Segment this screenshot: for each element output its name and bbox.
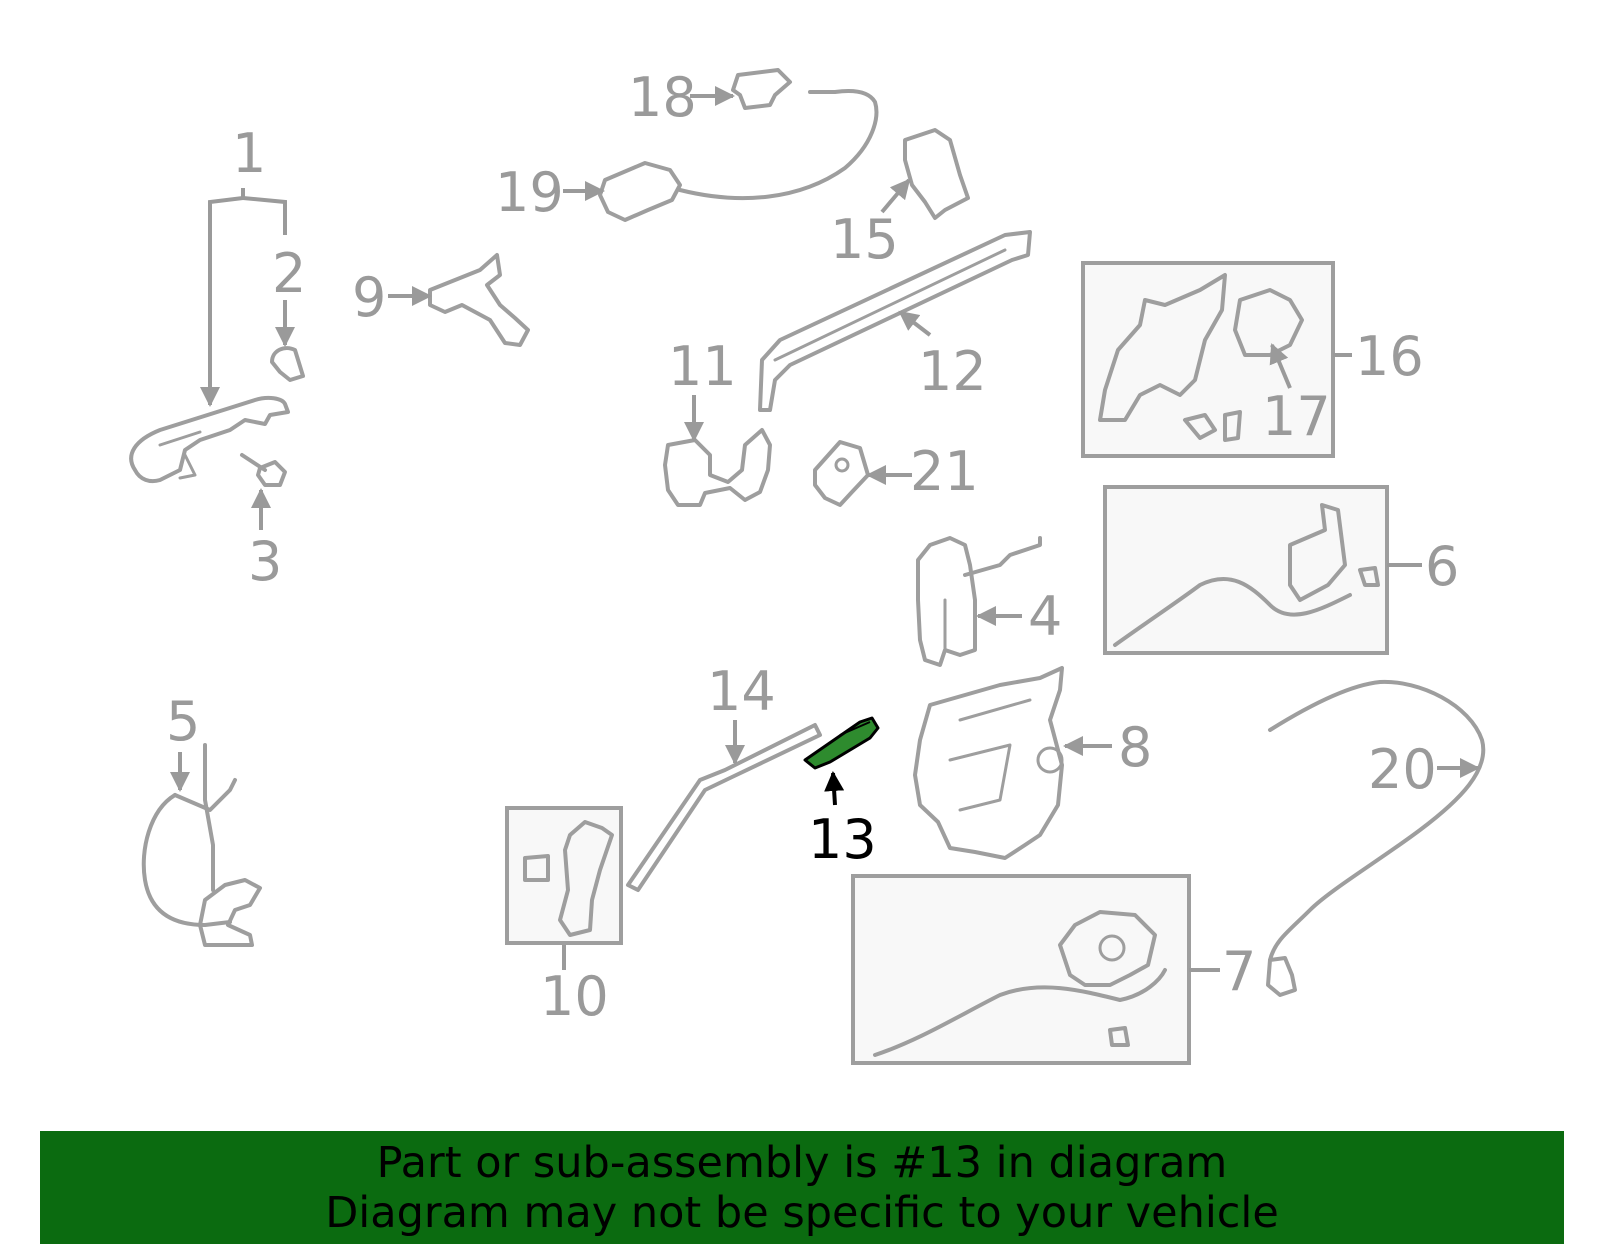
leader-12: [898, 310, 932, 337]
part-8-door-panel[interactable]: [913, 666, 1064, 860]
callout-21: 21: [910, 440, 979, 503]
callout-11: 11: [668, 335, 737, 398]
part-15-actuator[interactable]: [903, 128, 970, 220]
callout-9: 9: [352, 266, 386, 329]
callout-7: 7: [1222, 940, 1256, 1003]
callout-18: 18: [628, 66, 697, 129]
part-13-clip-highlighted[interactable]: [803, 716, 880, 770]
callout-20: 20: [1368, 738, 1437, 801]
part-3-screw[interactable]: [240, 453, 287, 487]
callout-17: 17: [1262, 385, 1331, 448]
callout-16: 16: [1355, 325, 1424, 388]
box-6-cable-assembly[interactable]: [1103, 485, 1389, 655]
callout-13: 13: [808, 808, 877, 871]
banner-line-1: Part or sub-assembly is #13 in diagram: [376, 1137, 1228, 1188]
leader-13: [824, 771, 845, 806]
part-20-cable[interactable]: [1266, 679, 1486, 997]
part-18-bracket[interactable]: [731, 68, 792, 110]
callout-15: 15: [830, 208, 899, 271]
part-9-bracket[interactable]: [428, 253, 530, 347]
callout-8: 8: [1118, 716, 1152, 779]
leader-1: [200, 196, 244, 407]
part-14-rod[interactable]: [626, 723, 822, 892]
callout-5: 5: [166, 690, 200, 753]
part-12-rail[interactable]: [758, 230, 1032, 412]
leader-17: [1269, 343, 1292, 389]
box-7-latch-assembly[interactable]: [851, 874, 1191, 1065]
callout-6: 6: [1425, 535, 1459, 598]
part-11-hinge[interactable]: [663, 428, 772, 507]
callout-4: 4: [1028, 585, 1062, 648]
callout-1: 1: [232, 122, 266, 185]
box-16-lock-assembly[interactable]: [1081, 261, 1335, 458]
part-21-plate[interactable]: [813, 440, 870, 507]
box-10-bracket[interactable]: [505, 806, 623, 945]
info-banner: Part or sub-assembly is #13 in diagram D…: [40, 1131, 1564, 1244]
banner-line-2: Diagram may not be specific to your vehi…: [325, 1187, 1279, 1238]
part-4-latch[interactable]: [916, 536, 1042, 667]
part-5-cable[interactable]: [141, 743, 262, 947]
part-2-cap[interactable]: [270, 346, 305, 382]
leader-1b: [242, 196, 287, 235]
leader-15: [880, 178, 911, 214]
part-19-cable-bracket[interactable]: [598, 89, 879, 222]
callout-2: 2: [272, 242, 306, 305]
part-1-outside-handle[interactable]: [129, 395, 290, 484]
callout-10: 10: [540, 965, 609, 1028]
callout-19: 19: [495, 161, 564, 224]
callout-14: 14: [707, 660, 776, 723]
callout-12: 12: [918, 340, 987, 403]
callout-3: 3: [248, 530, 282, 593]
